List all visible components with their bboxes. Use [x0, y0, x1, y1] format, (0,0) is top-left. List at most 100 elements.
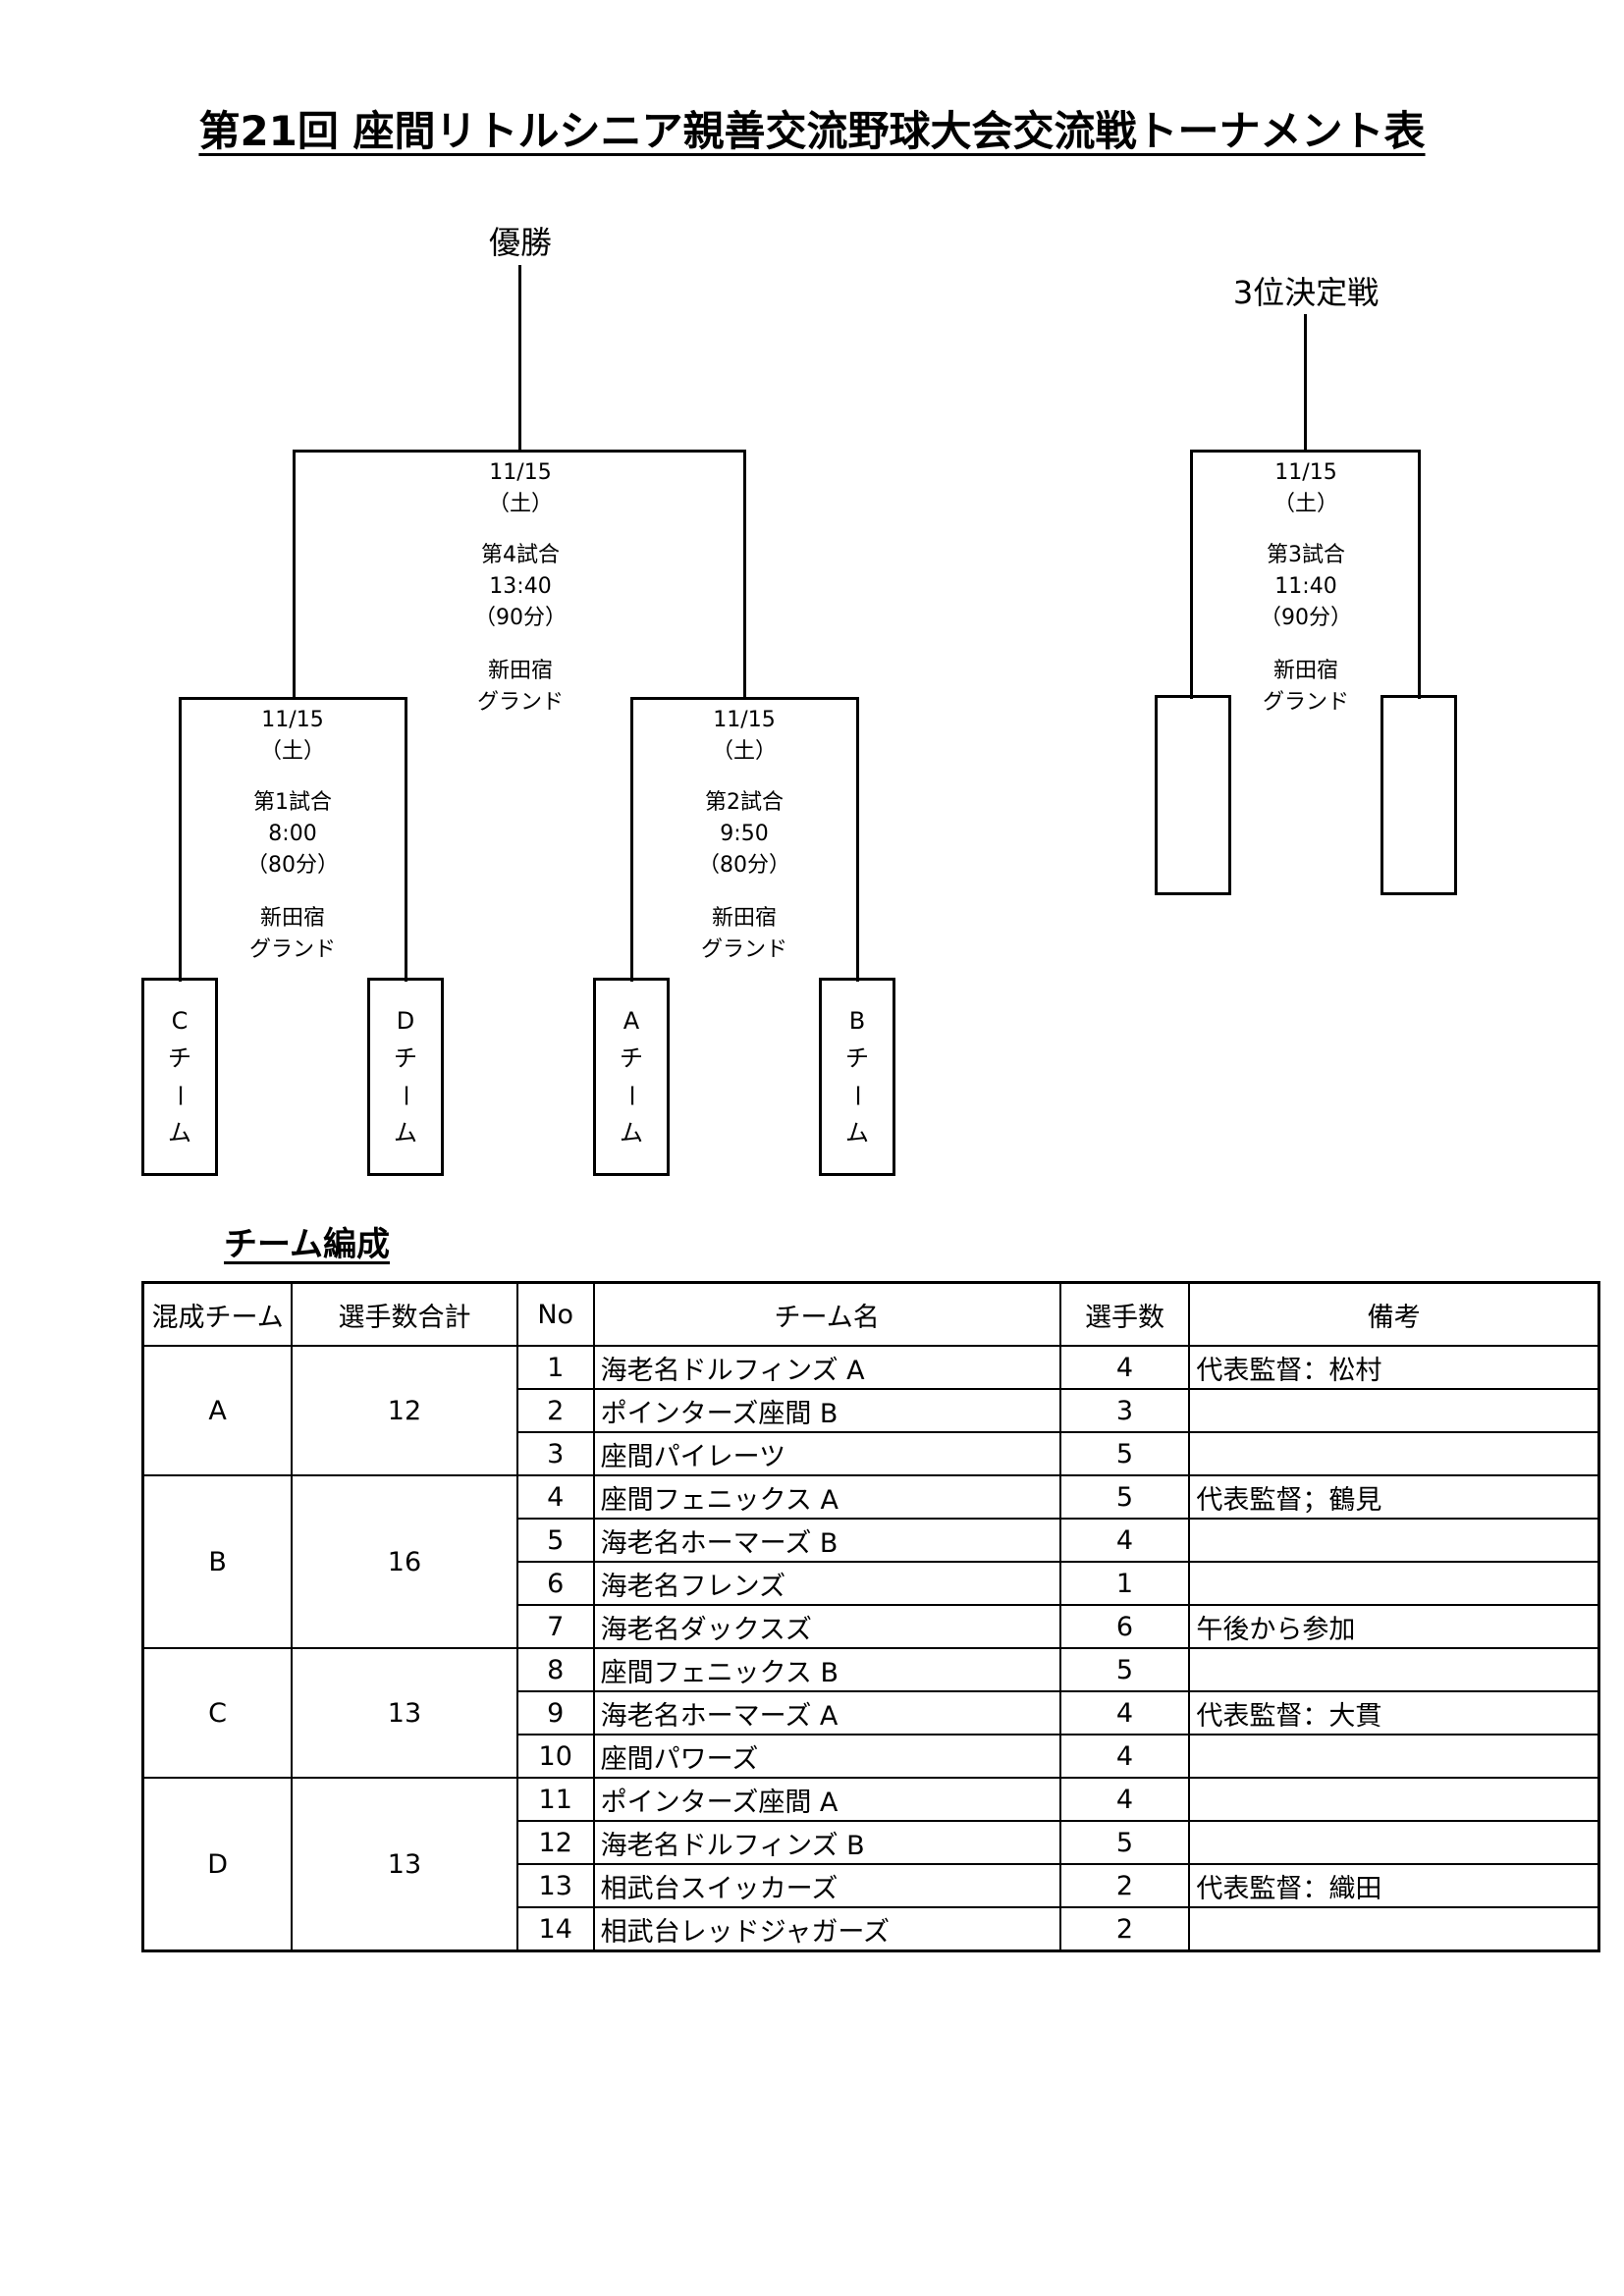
table-header-row: 混成チーム 選手数合計 No チーム名 選手数 備考 — [141, 1281, 1600, 1347]
title-text: 第21回 座間リトルシニア親善交流野球大会交流戦トーナメント表 — [198, 107, 1426, 155]
team-letter: A — [623, 1007, 640, 1035]
row-team-name: 海老名ドルフィンズ B — [592, 1820, 1061, 1865]
row-no: 9 — [515, 1690, 595, 1735]
table-row: 2 ポインターズ座間 B 3 — [143, 1388, 1600, 1433]
game4-day: （土） — [487, 492, 553, 516]
table-row: 7 海老名ダックスズ 6 午後から参加 — [143, 1604, 1600, 1649]
row-team-name: ポインターズ座間 A — [592, 1777, 1061, 1822]
table-row: 3 座間パイレーツ 5 — [143, 1431, 1600, 1476]
row-note — [1188, 1777, 1600, 1822]
row-players: 4 — [1058, 1518, 1191, 1563]
team-letter: D — [396, 1007, 415, 1035]
row-no: 3 — [515, 1431, 595, 1476]
team-letter: C — [171, 1007, 189, 1035]
final-left-leg — [293, 450, 296, 699]
team-box-d: D チ ー ム — [367, 978, 444, 1176]
group-team: B — [141, 1474, 294, 1649]
team-char: チ — [168, 1044, 191, 1072]
game4-info: 11/15 （土） 第4試合 13:40 （90分） 新田宿 グランド — [422, 457, 619, 719]
row-note: 代表監督：大貫 — [1188, 1690, 1600, 1735]
row-players: 1 — [1058, 1561, 1191, 1606]
header-players: 選手数 — [1058, 1281, 1191, 1347]
row-note — [1188, 1388, 1600, 1433]
team-char: チ — [620, 1044, 643, 1072]
game2-left-leg — [630, 697, 633, 982]
row-note: 代表監督；鶴見 — [1188, 1474, 1600, 1520]
table-row: 12 海老名ドルフィンズ B 5 — [143, 1820, 1600, 1865]
third-left-leg — [1190, 450, 1193, 699]
row-note — [1188, 1431, 1600, 1476]
table-row: 10 座間パワーズ 4 — [143, 1734, 1600, 1779]
row-no: 7 — [515, 1604, 595, 1649]
team-table: 混成チーム 選手数合計 No チーム名 選手数 備考 A 12 1 海老名ドルフ… — [141, 1281, 1600, 1952]
table-row: B 16 4 座間フェニックス A 5 代表監督；鶴見 — [141, 1474, 1600, 1649]
game2-day: （土） — [711, 739, 777, 764]
group-total: 13 — [291, 1647, 518, 1779]
row-players: 3 — [1058, 1388, 1191, 1433]
row-team-name: 海老名ホーマーズ B — [592, 1518, 1061, 1563]
group-total: 16 — [291, 1474, 518, 1649]
game4-time: 13:40 — [489, 574, 552, 599]
row-players: 4 — [1058, 1734, 1191, 1779]
game1-duration: （80分） — [246, 853, 339, 878]
game1-time: 8:00 — [268, 822, 317, 846]
table-row: A 12 1 海老名ドルフィンズ A 4 代表監督：松村 — [141, 1345, 1600, 1476]
game4-number: 第4試合 — [481, 543, 560, 567]
header-notes: 備考 — [1188, 1281, 1600, 1347]
row-note: 代表監督：織田 — [1188, 1863, 1600, 1908]
third-place-label: 3位決定戦 — [1232, 274, 1380, 311]
third-right-slot — [1380, 695, 1457, 895]
row-note — [1188, 1820, 1600, 1865]
game2-time: 9:50 — [720, 822, 769, 846]
game1-left-leg — [179, 697, 182, 982]
game3-day: （土） — [1272, 492, 1338, 516]
row-team-name: 海老名ダックスズ — [592, 1604, 1061, 1649]
team-char: ム — [620, 1119, 643, 1147]
game4-date: 11/15 — [489, 460, 552, 485]
row-players: 6 — [1058, 1604, 1191, 1649]
team-letter: B — [848, 1007, 866, 1035]
row-team-name: ポインターズ座間 B — [592, 1388, 1061, 1433]
group-team: A — [141, 1345, 294, 1476]
row-players: 5 — [1058, 1431, 1191, 1476]
row-team-name: 海老名フレンズ — [592, 1561, 1061, 1606]
row-note — [1188, 1647, 1600, 1692]
team-char: ー — [392, 1084, 419, 1107]
game1-number: 第1試合 — [253, 790, 332, 815]
team-char: チ — [394, 1044, 417, 1072]
group-total: 12 — [291, 1345, 518, 1476]
third-left-slot — [1155, 695, 1231, 895]
section-title: チーム編成 — [224, 1225, 390, 1264]
table-row: D 13 11 ポインターズ座間 A 4 — [141, 1777, 1600, 1952]
header-no: No — [515, 1281, 595, 1347]
row-note: 午後から参加 — [1188, 1604, 1600, 1649]
team-char: ム — [168, 1119, 191, 1147]
game1-bar — [179, 697, 407, 700]
group-team: C — [141, 1647, 294, 1779]
row-no: 5 — [515, 1518, 595, 1563]
row-team-name: 海老名ドルフィンズ A — [592, 1345, 1061, 1390]
row-note — [1188, 1906, 1600, 1952]
table-row: 14 相武台レッドジャガーズ 2 — [143, 1906, 1600, 1952]
row-players: 4 — [1058, 1345, 1191, 1390]
table-row: C 13 8 座間フェニックス B 5 — [141, 1647, 1600, 1779]
game2-venue: 新田宿 — [711, 906, 777, 931]
row-note: 代表監督：松村 — [1188, 1345, 1600, 1390]
game2-right-leg — [856, 697, 859, 982]
row-players: 5 — [1058, 1474, 1191, 1520]
table-row: 6 海老名フレンズ 1 — [143, 1561, 1600, 1606]
header-mixed-team: 混成チーム — [141, 1281, 294, 1347]
game2-date: 11/15 — [713, 708, 776, 732]
row-players: 2 — [1058, 1906, 1191, 1952]
row-team-name: 相武台スイッカーズ — [592, 1863, 1061, 1908]
table-row: 13 相武台スイッカーズ 2 代表監督：織田 — [143, 1863, 1600, 1908]
game3-date: 11/15 — [1274, 460, 1337, 485]
game1-right-leg — [405, 697, 407, 982]
game4-duration: （90分） — [474, 606, 567, 630]
row-note — [1188, 1518, 1600, 1563]
row-team-name: 相武台レッドジャガーズ — [592, 1906, 1061, 1952]
winner-label: 優勝 — [488, 224, 552, 261]
row-no: 11 — [515, 1777, 595, 1822]
row-no: 1 — [515, 1345, 595, 1390]
game3-venue: 新田宿 — [1272, 659, 1338, 683]
